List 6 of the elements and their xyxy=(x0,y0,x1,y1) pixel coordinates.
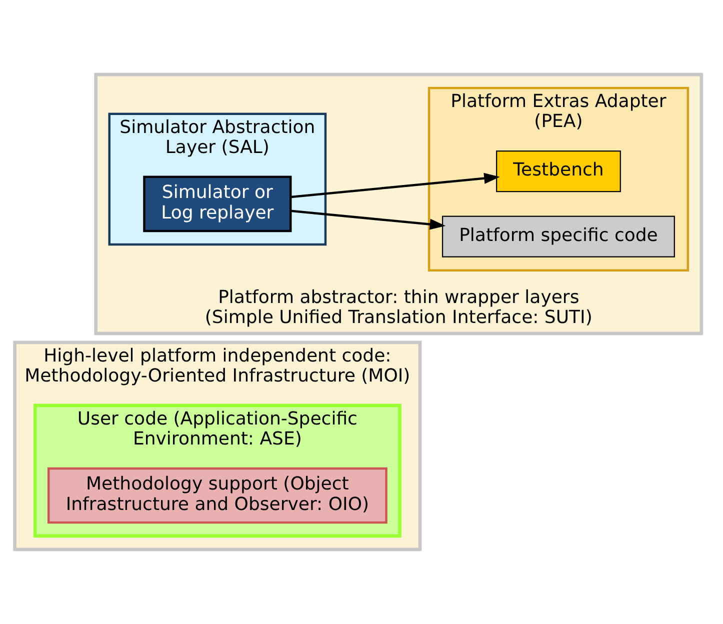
node-box: Methodology support (Object Infrastructure and Observer: OIO) xyxy=(47,467,388,524)
node-box: Testbench xyxy=(496,150,621,192)
arrow xyxy=(290,210,446,230)
arrow xyxy=(290,172,500,198)
node-box: Simulator or Log replayer xyxy=(143,176,292,232)
node-box: Platform specific code xyxy=(442,216,675,258)
